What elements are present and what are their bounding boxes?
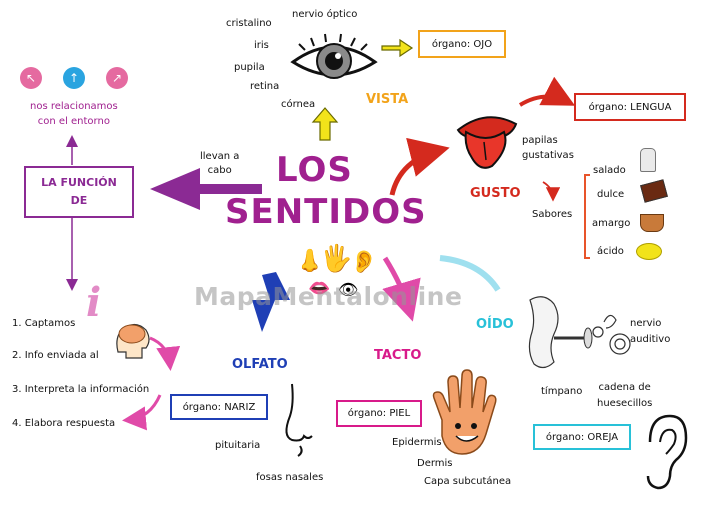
sabor-salado: salado <box>593 165 626 176</box>
vista-organ-box: órgano: OJO <box>418 30 506 58</box>
eye-icon <box>289 30 379 90</box>
pink-arrow-1 <box>149 336 181 371</box>
vista-part-nervio-optico: nervio óptico <box>292 9 358 20</box>
oido-organ-box: órgano: OREJA <box>533 424 631 450</box>
vista-heading: VISTA <box>366 92 409 107</box>
hand-small-icon: 🖐 <box>320 244 353 274</box>
olfato-fosas-nasales: fosas nasales <box>256 472 324 483</box>
coffee-cup-icon <box>640 214 664 232</box>
sabor-acido: ácido <box>597 246 624 257</box>
hand-icon <box>428 368 498 460</box>
function-box: LA FUNCIÓN DE <box>24 166 134 218</box>
step-2: 2. Info enviada al <box>12 350 99 361</box>
tacto-dermis: Dermis <box>417 458 453 469</box>
title-line2: SENTIDOS <box>225 192 427 232</box>
salt-shaker-icon <box>640 148 656 172</box>
big-arrow-left <box>150 168 262 210</box>
gusto-papilas: papilas gustativas <box>522 135 574 161</box>
watermark: MapaMentalonline <box>194 282 463 311</box>
gusto-organ-box: órgano: LENGUA <box>574 93 686 121</box>
red-arrow-sabores <box>542 181 561 202</box>
nose-profile-icon <box>278 380 318 460</box>
vista-part-retina: retina <box>250 81 280 92</box>
blue-arrow-olfato <box>252 272 290 332</box>
up-icons: ↖ ↑ ↗ <box>20 67 140 91</box>
ear-small-icon: 👂 <box>350 250 378 275</box>
vista-part-cornea: córnea <box>281 99 316 110</box>
lemon-icon <box>636 243 662 260</box>
gusto-heading: GUSTO <box>470 186 521 201</box>
title-line1: LOS <box>276 150 353 190</box>
pink-arrow-2 <box>122 394 162 431</box>
tongue-icon <box>452 108 522 172</box>
tacto-epidermis: Epidermis <box>392 437 442 448</box>
oido-nervio-auditivo: nervio auditivo <box>630 318 671 345</box>
sabor-amargo: amargo <box>592 218 631 229</box>
inner-ear-icon <box>524 292 634 374</box>
vista-part-cristalino: cristalino <box>226 18 272 29</box>
brain-icon <box>112 318 152 360</box>
tacto-capa-subcutanea: Capa subcutánea <box>424 476 512 487</box>
step-4: 4. Elabora respuesta <box>12 418 116 429</box>
up-arrow-icon: ↑ <box>63 67 85 89</box>
ear-icon <box>640 412 690 492</box>
sabor-dulce: dulce <box>597 189 625 200</box>
oido-cadena-huesecillos: cadena de huesecillos <box>597 382 653 409</box>
nose-icon: 👃 <box>296 249 324 274</box>
gusto-sabores-label: Sabores <box>532 209 573 220</box>
relacionamos-text: nos relacionamos con el entorno <box>30 101 118 127</box>
red-arrow-lengua <box>518 76 576 107</box>
mouth-icon: 👄 <box>308 278 331 299</box>
cyan-arrow-oido <box>439 255 501 292</box>
pink-arrow-tacto <box>382 256 421 322</box>
olfato-organ-box: órgano: NARIZ <box>170 394 268 420</box>
olfato-heading: OLFATO <box>232 357 288 372</box>
red-arrow-gusto <box>389 137 450 196</box>
oido-timpano: tímpano <box>541 386 583 397</box>
eye-small-icon: 👁 <box>338 280 359 299</box>
tacto-organ-box: órgano: PIEL <box>336 400 422 427</box>
step-3: 3. Interpreta la información <box>12 384 150 395</box>
vista-part-iris: iris <box>254 40 269 51</box>
tacto-heading: TACTO <box>374 348 422 363</box>
yellow-arrow-vista <box>311 107 339 141</box>
up-arrow-icon: ↗ <box>106 67 128 89</box>
yellow-arrow-ojo <box>381 38 414 58</box>
vista-part-pupila: pupila <box>234 62 265 73</box>
oido-heading: OÍDO <box>476 317 514 332</box>
up-arrow-icon: ↖ <box>20 67 42 89</box>
step-1: 1. Captamos <box>12 318 76 329</box>
sabores-bracket <box>584 174 590 259</box>
llevan-a-cabo-label: llevan a cabo <box>200 151 240 176</box>
olfato-pituitaria: pituitaria <box>215 440 261 451</box>
info-icon: i <box>86 279 102 326</box>
